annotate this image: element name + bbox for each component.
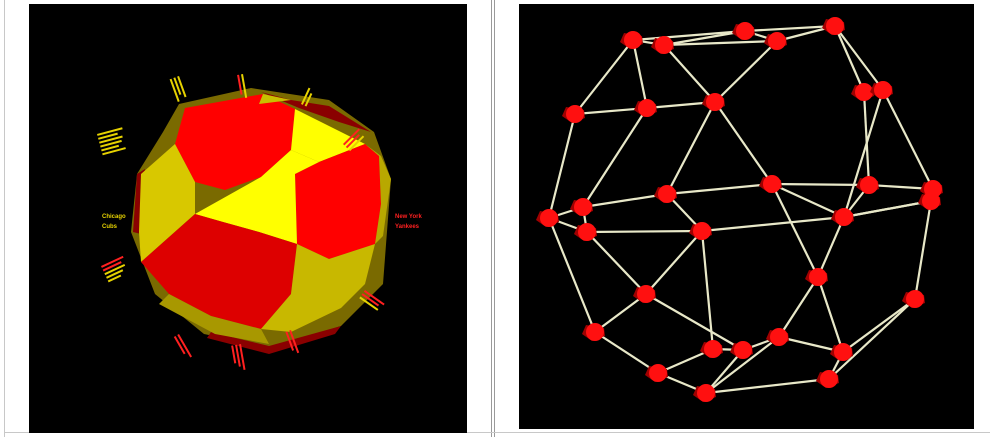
network-node-ball	[649, 364, 667, 382]
network-edge	[583, 108, 647, 207]
label-cluster-upper-left	[97, 127, 128, 155]
network-node-ball	[574, 198, 592, 216]
network-edge	[646, 231, 702, 294]
network-node-ball	[706, 93, 724, 111]
network-node	[764, 32, 787, 50]
network-render-panel	[519, 4, 974, 429]
network-node	[570, 198, 593, 216]
network-node	[856, 176, 879, 194]
network-edge	[664, 45, 715, 102]
network-node-ball	[637, 285, 655, 303]
network-node	[805, 268, 828, 286]
network-node-ball	[697, 384, 715, 402]
polyhedron-svg: Chicago Cubs New York Yankees	[29, 4, 467, 433]
network-node	[582, 323, 605, 341]
network-node-ball	[922, 192, 940, 210]
network-node	[689, 222, 712, 240]
network-node-ball	[638, 99, 656, 117]
network-node-ball	[578, 223, 596, 241]
network-node-ball	[809, 268, 827, 286]
network-node-ball	[906, 290, 924, 308]
network-edge	[818, 277, 843, 352]
network-edge	[818, 217, 844, 277]
network-edge	[587, 232, 646, 294]
network-edge	[779, 277, 818, 337]
network-node-ball	[566, 105, 584, 123]
network-node-ball	[736, 22, 754, 40]
network-node-ball	[770, 328, 788, 346]
network-node-ball	[826, 17, 844, 35]
network-node	[620, 31, 643, 49]
network-edge	[646, 294, 743, 350]
network-node-ball	[860, 176, 878, 194]
network-node	[831, 208, 854, 226]
network-edge	[843, 299, 915, 352]
network-node	[634, 99, 657, 117]
network-node	[562, 105, 585, 123]
network-edge	[702, 217, 844, 231]
network-edge	[829, 299, 915, 379]
network-edge	[915, 201, 931, 299]
network-node	[759, 175, 782, 193]
network-node-ball	[704, 340, 722, 358]
network-edge	[667, 102, 715, 194]
label-cluster-top	[170, 76, 188, 102]
center-divider-rule-2	[494, 0, 495, 437]
polyhedron-render-panel: Chicago Cubs New York Yankees	[29, 4, 467, 433]
label-new-york-line2: Yankees	[395, 224, 420, 230]
network-node	[732, 22, 755, 40]
network-edge	[575, 40, 633, 114]
label-cluster-bottom	[174, 334, 192, 360]
network-node-ball	[768, 32, 786, 50]
network-node	[870, 81, 893, 99]
label-cluster-lower-left	[101, 256, 130, 282]
network-node-ball	[734, 341, 752, 359]
network-node-ball	[540, 209, 558, 227]
network-node-ball	[763, 175, 781, 193]
edge-group	[549, 26, 933, 393]
network-edge	[772, 184, 818, 277]
network-node-ball	[874, 81, 892, 99]
network-edge	[772, 184, 844, 217]
network-edge	[667, 184, 772, 194]
network-edge	[844, 90, 883, 217]
label-chicago: Chicago	[102, 214, 126, 220]
network-edge	[715, 102, 772, 184]
network-node-ball	[820, 370, 838, 388]
network-edge	[844, 201, 931, 217]
network-node-ball	[693, 222, 711, 240]
label-chicago-line2: Cubs	[102, 224, 118, 230]
network-edge	[587, 231, 702, 232]
network-edge	[549, 114, 575, 218]
network-edge	[633, 31, 745, 40]
label-cluster-bottom-2	[231, 344, 245, 371]
network-node-ball	[834, 343, 852, 361]
network-edge	[715, 41, 777, 102]
network-edge	[595, 332, 658, 373]
network-node-ball	[586, 323, 604, 341]
left-border-rule	[4, 0, 5, 437]
network-node	[700, 340, 723, 358]
network-node-ball	[655, 36, 673, 54]
network-node-ball	[658, 185, 676, 203]
center-divider-rule	[491, 0, 492, 437]
network-node	[822, 17, 845, 35]
network-node	[830, 343, 853, 361]
network-edge	[706, 379, 829, 393]
network-svg	[519, 4, 974, 429]
network-edge	[772, 184, 869, 185]
network-node-ball	[624, 31, 642, 49]
network-node	[536, 209, 559, 227]
network-edge	[883, 90, 933, 189]
label-new-york: New York	[395, 214, 422, 220]
network-edge	[633, 40, 647, 108]
network-node-ball	[835, 208, 853, 226]
